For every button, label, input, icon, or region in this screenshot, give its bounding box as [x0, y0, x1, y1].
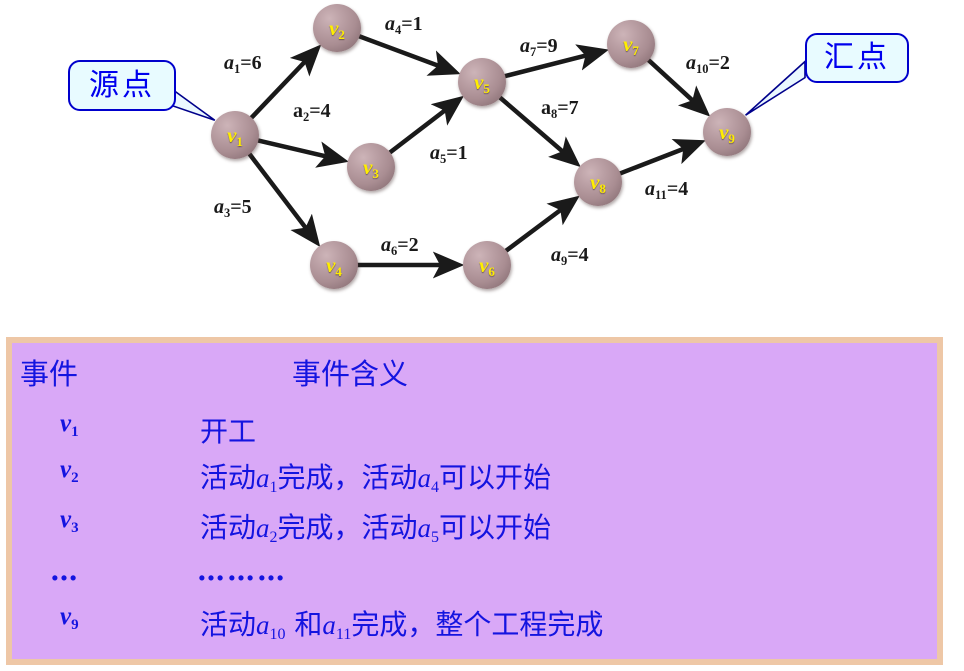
edge-weight-label-a5: a5=1	[430, 142, 468, 166]
edge-weight-label-a4: a4=1	[385, 13, 423, 37]
table-header-meaning: 事件含义	[292, 357, 409, 391]
graph-node-v3: v3	[347, 143, 395, 191]
callout-leader-source	[171, 87, 216, 122]
graph-edge-a5	[387, 95, 464, 155]
graph-node-label: v4	[326, 252, 342, 279]
table-cell-event-v3: v3	[60, 506, 79, 536]
callout-leader-sink	[745, 59, 806, 116]
graph-edge-a10	[646, 57, 711, 117]
graph-node-label: v7	[623, 31, 639, 58]
callout-source: 源点	[68, 60, 176, 111]
graph-edge-a11	[618, 139, 706, 176]
edge-weight-label-a11: a11=4	[645, 178, 689, 202]
edge-weight-label-a8: a8=7	[541, 97, 579, 121]
edge-weight-label-a6: a6=2	[381, 234, 419, 258]
callout-label: 汇点	[824, 40, 890, 75]
table-cell-event-v1: v1	[60, 410, 79, 440]
graph-node-v1: v1	[211, 111, 259, 159]
edge-weight-label-a3: a3=5	[214, 196, 252, 220]
edge-weight-label-a9: a9=4	[551, 244, 589, 268]
table-header-event: 事件	[20, 357, 79, 391]
table-cell-meaning-v1: 开工	[200, 415, 257, 448]
edge-weight-label-a1: a1=6	[224, 52, 262, 76]
graph-edge-a2	[256, 138, 349, 168]
aoe-network-diagram: v1 v2 v3 v4 v5 v6 v7 v8 v9 a1=6 a2=4 a3=5 a4=1 a5=1 a…	[0, 0, 964, 330]
graph-node-v5: v5	[458, 58, 506, 106]
graph-node-label: v2	[329, 15, 345, 42]
table-cell-meaning-v9: 活动a10 和a11完成，整个工程完成	[200, 608, 604, 643]
graph-node-v4: v4	[310, 241, 358, 289]
graph-node-label: v6	[479, 252, 495, 279]
edge-weight-label-a10: a10=2	[686, 52, 730, 76]
graph-node-v6: v6	[463, 241, 511, 289]
table-cell-event-v9: v9	[60, 603, 79, 633]
edge-weight-label-a7: a7=9	[520, 35, 558, 59]
graph-node-v9: v9	[703, 108, 751, 156]
graph-node-v2: v2	[313, 4, 361, 52]
table-cell-meaning-ellipsis: ………	[197, 554, 287, 587]
callout-sink: 汇点	[805, 33, 909, 83]
graph-node-label: v8	[590, 169, 606, 196]
table-cell-meaning-v3: 活动a2完成，活动a5可以开始	[200, 511, 552, 546]
graph-edge-a8	[497, 95, 581, 168]
graph-node-label: v9	[719, 119, 735, 146]
edge-weight-label-a2: a2=4	[293, 100, 331, 124]
graph-edge-a9	[504, 195, 580, 254]
graph-edge-a3	[247, 151, 321, 247]
graph-edge-a4	[357, 33, 461, 76]
table-cell-meaning-v2: 活动a1完成，活动a4可以开始	[200, 461, 552, 496]
callout-label: 源点	[89, 67, 155, 103]
event-meaning-table: 事件 事件含义 v1 开工 v2 活动a1完成，活动a4可以开始 v3 活动a2完成，活动…	[6, 337, 943, 665]
graph-node-v7: v7	[607, 20, 655, 68]
graph-node-v8: v8	[574, 158, 622, 206]
table-cell-event-v2: v2	[60, 456, 79, 486]
graph-node-label: v3	[363, 154, 379, 181]
graph-node-label: v5	[474, 69, 490, 96]
graph-edge-a1	[249, 44, 322, 120]
graph-edge-a7	[503, 44, 610, 79]
graph-node-label: v1	[227, 122, 243, 149]
table-cell-event-ellipsis: …	[50, 554, 79, 587]
